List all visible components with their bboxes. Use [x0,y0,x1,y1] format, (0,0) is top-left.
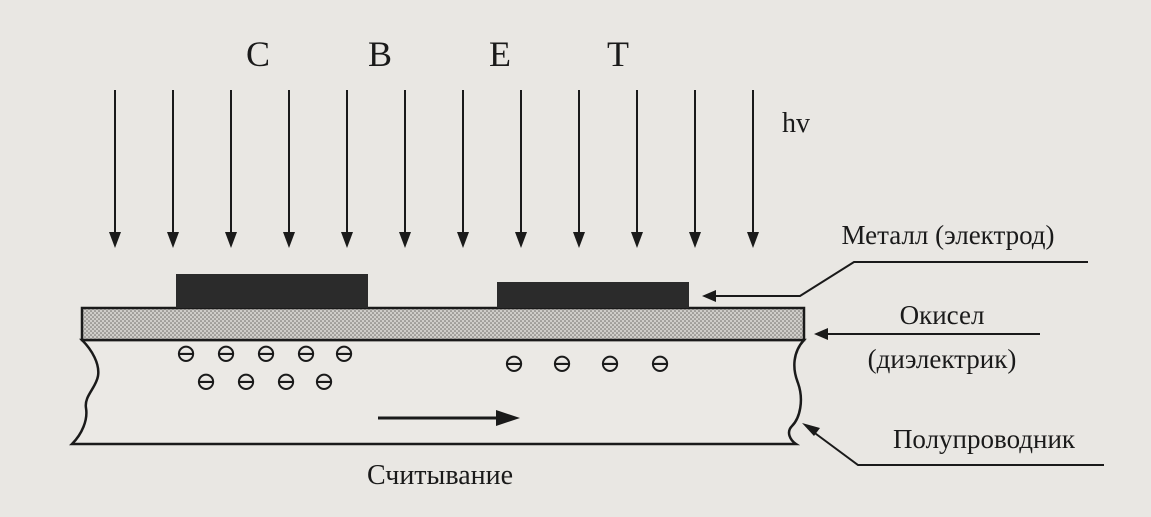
electron: ⊖ [275,367,297,396]
light-arrowhead-11 [689,232,701,248]
light-arrowhead-6 [399,232,411,248]
charge-packet-2: ⊖ ⊖ ⊖ ⊖ [503,349,671,378]
light-arrowhead-2 [167,232,179,248]
electron: ⊖ [235,367,257,396]
light-arrowhead-5 [341,232,353,248]
light-arrowhead-8 [515,232,527,248]
light-arrowhead-7 [457,232,469,248]
electron: ⊖ [175,339,197,368]
electron: ⊖ [503,349,525,378]
semiconductor-leader-arrowhead [802,423,820,436]
readout-label: Считывание [367,460,513,491]
electron: ⊖ [295,339,317,368]
charge-packet-1: ⊖ ⊖ ⊖ ⊖ ⊖ ⊖ ⊖ ⊖ ⊖ [175,339,355,396]
title-letter-3: Е [489,34,511,74]
electron: ⊖ [195,367,217,396]
semiconductor-layer [68,338,807,446]
incident-light-arrows [109,90,759,248]
oxide-label-line2: (диэлектрик) [868,344,1017,374]
light-arrowhead-1 [109,232,121,248]
metal-electrode-1 [176,274,368,308]
light-arrowhead-9 [573,232,585,248]
semiconductor-label: Полупроводник [893,424,1076,454]
title-letter-2: В [368,34,392,74]
light-arrowhead-4 [283,232,295,248]
electron: ⊖ [599,349,621,378]
metal-label: Металл (электрод) [841,220,1054,250]
light-arrowhead-3 [225,232,237,248]
electron: ⊖ [649,349,671,378]
title-letter-1: С [246,34,270,74]
light-arrowhead-12 [747,232,759,248]
oxide-layer [80,306,806,342]
oxide-leader-arrowhead [814,328,828,340]
electron: ⊖ [551,349,573,378]
semiconductor-leader [807,427,1104,466]
title-letter-4: Т [607,34,629,74]
electron: ⊖ [333,339,355,368]
oxide-label-line1: Окисел [900,300,985,330]
electron: ⊖ [313,367,335,396]
leader-lines [702,261,1104,466]
metal-leader-arrowhead [702,290,716,302]
light-arrowhead-10 [631,232,643,248]
metal-leader [712,261,1088,297]
photon-label: hv [782,108,810,139]
electron: ⊖ [255,339,277,368]
transfer-arrow-head [496,410,520,426]
electron: ⊖ [215,339,237,368]
metal-electrode-2 [497,282,689,308]
